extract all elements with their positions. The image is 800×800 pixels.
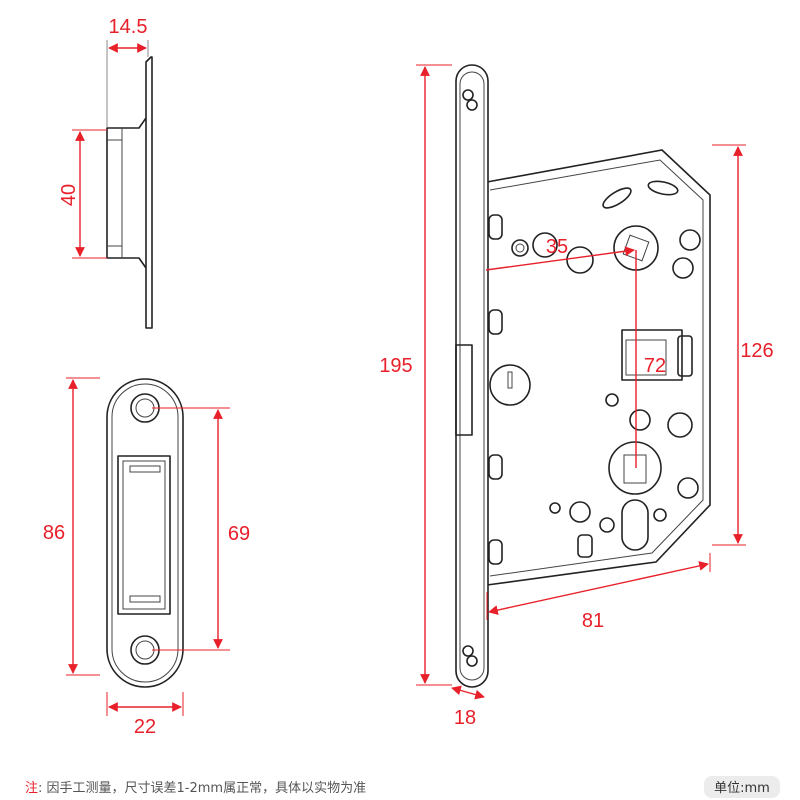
- faceplate-screw-top: [462, 89, 474, 101]
- footer-note: 注: 因手工测量，尺寸误差1-2mm属正常，具体以实物为准: [25, 781, 366, 796]
- label-strike-hole-spacing: 69: [228, 523, 250, 545]
- dimension-strike-depth: 14.5: [106, 16, 149, 127]
- unit-badge: 单位:mm: [704, 776, 780, 798]
- latch-block: [621, 329, 683, 381]
- dimension-strike-box-height: 40: [58, 129, 107, 259]
- strike-front-view: [106, 378, 184, 688]
- label-faceplate-length: 195: [379, 355, 412, 377]
- dimension-faceplate-length: 195: [379, 64, 452, 686]
- dimension-case-depth: 81: [486, 553, 711, 632]
- label-case-depth: 81: [582, 610, 604, 632]
- label-backset: 35: [546, 236, 568, 258]
- dimension-center-distance: 72: [635, 250, 666, 468]
- label-strike-plate-length: 86: [43, 522, 65, 544]
- dimension-strike-plate-length: 86: [43, 377, 100, 676]
- label-faceplate-width: 18: [454, 707, 476, 729]
- latch-slot: [455, 344, 473, 436]
- faceplate-screw-bottom: [462, 645, 474, 657]
- note-text: : 因手工测量，尺寸误差1-2mm属正常，具体以实物为准: [38, 781, 366, 796]
- dimension-case-height: 126: [712, 144, 774, 546]
- strike-side-view: [106, 56, 153, 329]
- note-prefix: 注: [25, 781, 38, 796]
- label-strike-depth: 14.5: [109, 16, 148, 38]
- unit-label: 单位:mm: [714, 781, 770, 796]
- label-center-distance: 72: [644, 355, 666, 377]
- cylinder-hole: [608, 441, 662, 495]
- dimension-strike-hole-spacing: 69: [152, 407, 250, 651]
- svg-text:注: 因手工测量，尺寸误差1-2mm属正常，具体以实物为准: 注: 因手工测量，尺寸误差1-2mm属正常，具体以实物为准: [25, 781, 366, 796]
- faceplate: [455, 64, 489, 688]
- dimension-backset: 35: [485, 236, 635, 271]
- dimension-faceplate-width: 18: [451, 685, 485, 729]
- label-case-height: 126: [740, 340, 773, 362]
- lock-case: [486, 149, 711, 586]
- dimension-strike-plate-width: 22: [106, 692, 184, 738]
- label-strike-plate-width: 22: [134, 716, 156, 738]
- strike-opening: [117, 455, 171, 615]
- label-strike-box-height: 40: [58, 184, 80, 206]
